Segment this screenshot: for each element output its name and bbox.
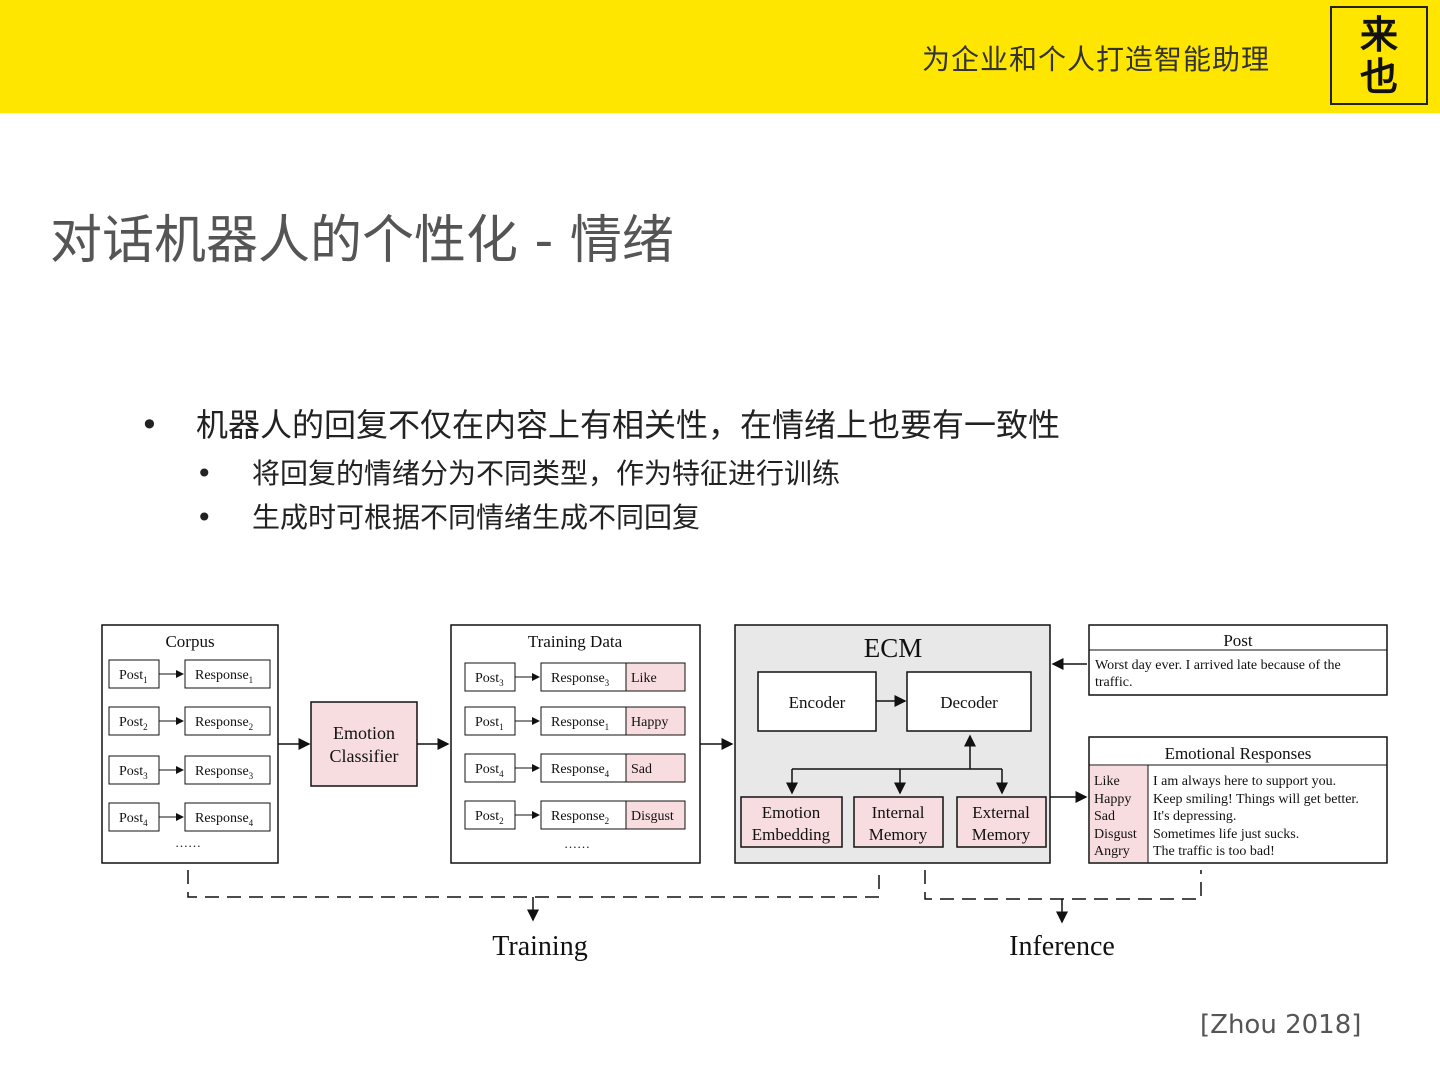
emotion-tag: Like <box>631 671 657 686</box>
svg-text:Sometimes life just sucks.: Sometimes life just sucks. <box>1153 827 1299 842</box>
corpus-row-2: Post2 Response2 <box>108 706 271 736</box>
training-row-4: Post2 Response2 Disgust <box>464 800 686 830</box>
svg-text:Response2: Response2 <box>195 715 253 732</box>
svg-text:Classifier: Classifier <box>330 746 399 766</box>
svg-text:Disgust: Disgust <box>1094 827 1137 842</box>
corpus-row-4: Post4 Response4 <box>108 802 271 832</box>
ecm-panel: ECM Encoder Decoder Emotion Embedding In… <box>734 624 1051 864</box>
bullet-dot: • <box>196 457 213 490</box>
emotion-tag: Disgust <box>631 809 674 824</box>
svg-text:External: External <box>972 803 1030 822</box>
bullet-sub-2: • 生成时可根据不同情绪生成不同回复 <box>196 496 700 536</box>
post-box: Post Worst day ever. I arrived late beca… <box>1088 624 1388 696</box>
training-row-3: Post4 Response4 Sad <box>464 753 686 783</box>
decoder-box <box>906 671 1032 732</box>
training-row-1: Post3 Response3 Like <box>464 662 686 692</box>
svg-text:Like: Like <box>1094 774 1120 789</box>
corpus-row-3: Post3 Response3 <box>108 755 271 785</box>
svg-text:Emotion: Emotion <box>333 723 395 743</box>
slide-title: 对话机器人的个性化 - 情绪 <box>50 211 674 271</box>
svg-text:Memory: Memory <box>869 825 928 844</box>
svg-text:Keep smiling! Things will get: Keep smiling! Things will get better. <box>1153 792 1359 807</box>
svg-text:Post1: Post1 <box>475 715 504 732</box>
svg-text:Response3: Response3 <box>195 764 254 781</box>
svg-text:Post2: Post2 <box>475 809 504 826</box>
bullet-sub-1: • 将回复的情绪分为不同类型，作为特征进行训练 <box>196 452 840 492</box>
ecm-title: ECM <box>864 633 923 663</box>
logo-char-top: 来 <box>1359 12 1398 57</box>
svg-text:Response4: Response4 <box>551 762 610 779</box>
training-row-2: Post1 Response1 Happy <box>464 706 686 736</box>
emotion-embedding-box: Emotion Embedding <box>740 796 843 848</box>
svg-text:Angry: Angry <box>1094 844 1130 859</box>
emotional-responses-box: Emotional Responses Like I am always her… <box>1088 736 1388 864</box>
svg-text:traffic.: traffic. <box>1095 675 1132 690</box>
citation: [Zhou 2018] <box>1200 1010 1362 1040</box>
bullet-sub-text: 生成时可根据不同情绪生成不同回复 <box>252 501 701 534</box>
bullet-dot: • <box>196 501 213 534</box>
svg-text:Embedding: Embedding <box>752 825 831 844</box>
svg-text:Post2: Post2 <box>119 715 148 732</box>
bullet-sub-text: 将回复的情绪分为不同类型，作为特征进行训练 <box>252 457 841 490</box>
training-data-title: Training Data <box>528 632 623 651</box>
svg-text:Post4: Post4 <box>119 811 148 828</box>
svg-text:Response1: Response1 <box>195 668 253 685</box>
svg-text:Post: Post <box>1223 631 1253 650</box>
svg-text:Sad: Sad <box>1094 809 1115 824</box>
svg-text:Emotional Responses: Emotional Responses <box>1165 744 1312 763</box>
svg-text:Internal: Internal <box>872 803 925 822</box>
svg-text:Emotion: Emotion <box>762 803 821 822</box>
training-label: Training <box>492 931 587 962</box>
ecm-diagram: Corpus Post1 Response1 Post2 Response2 P… <box>95 615 1395 970</box>
svg-text:Response3: Response3 <box>551 671 610 688</box>
bullet-dot: • <box>140 406 159 444</box>
svg-text:Post4: Post4 <box>475 762 504 779</box>
svg-text:Post1: Post1 <box>119 668 148 685</box>
top-banner: 为企业和个人打造智能助理 来 也 <box>0 0 1440 113</box>
svg-text:Decoder: Decoder <box>940 693 998 712</box>
emotion-classifier-box: Emotion Classifier <box>310 701 418 787</box>
corpus-title: Corpus <box>165 632 214 651</box>
svg-text:Happy: Happy <box>1094 792 1131 807</box>
svg-text:The traffic is too bad!: The traffic is too bad! <box>1153 844 1275 859</box>
corpus-row-1: Post1 Response1 <box>108 659 271 689</box>
emotion-tag: Happy <box>631 715 668 730</box>
bullet-main-text: 机器人的回复不仅在内容上有相关性，在情绪上也要有一致性 <box>196 406 1061 444</box>
encoder-box <box>757 671 877 732</box>
training-data-panel: Training Data Post3 Response3 Like Post1… <box>450 624 701 864</box>
inference-label: Inference <box>1009 931 1115 962</box>
svg-text:Post3: Post3 <box>475 671 504 688</box>
corpus-ellipsis: …… <box>175 835 201 850</box>
svg-text:It's depressing.: It's depressing. <box>1153 809 1236 824</box>
svg-text:Post3: Post3 <box>119 764 148 781</box>
bullet-main: • 机器人的回复不仅在内容上有相关性，在情绪上也要有一致性 <box>140 400 1060 446</box>
svg-text:Response1: Response1 <box>551 715 609 732</box>
svg-text:Encoder: Encoder <box>789 693 846 712</box>
svg-text:Response2: Response2 <box>551 809 609 826</box>
svg-text:Response4: Response4 <box>195 811 254 828</box>
svg-text:Memory: Memory <box>972 825 1031 844</box>
svg-text:I am always here to support yo: I am always here to support you. <box>1153 774 1336 789</box>
corpus-panel: Corpus Post1 Response1 Post2 Response2 P… <box>101 624 279 864</box>
training-ellipsis: …… <box>564 836 590 851</box>
external-memory-box: External Memory <box>956 796 1047 848</box>
svg-text:Worst day ever. I arrived late: Worst day ever. I arrived late because o… <box>1095 658 1341 673</box>
emotion-tag: Sad <box>631 762 652 777</box>
tagline: 为企业和个人打造智能助理 <box>921 43 1270 76</box>
logo-char-bottom: 也 <box>1359 54 1398 99</box>
internal-memory-box: Internal Memory <box>853 796 944 848</box>
brand-logo: 来 也 <box>1330 6 1428 105</box>
